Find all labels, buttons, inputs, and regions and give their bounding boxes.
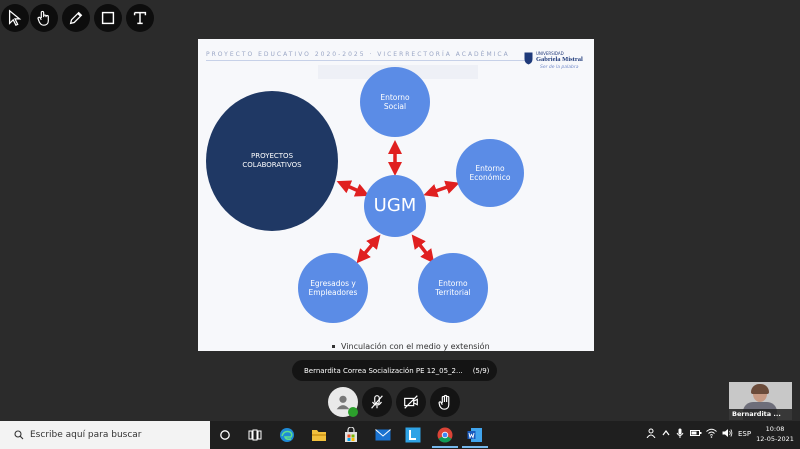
hand-pointer-icon xyxy=(37,10,49,26)
online-status-badge xyxy=(348,407,358,417)
logo-small-text: UNIVERSIDAD xyxy=(536,51,564,56)
university-shield-icon xyxy=(524,52,533,65)
participant-name: Bernardita ... xyxy=(729,409,792,420)
clock-time: 10:08 xyxy=(765,425,785,433)
slide-header: PROYECTO EDUCATIVO 2020-2025 · VICERRECT… xyxy=(206,51,510,58)
store-icon xyxy=(345,427,357,442)
taskbar-clock[interactable]: 10:08 12-05-2021 xyxy=(755,424,795,444)
file-explorer-button[interactable] xyxy=(310,426,328,444)
cortana-button[interactable] xyxy=(216,426,234,444)
logo-main-text: Gabriela Mistral xyxy=(536,56,583,63)
logo-tagline: Ser de la palabra xyxy=(540,65,579,70)
edge-icon xyxy=(280,428,294,442)
input-language[interactable]: ESP xyxy=(738,430,752,438)
presentation-title: Bernardita Correa Socialización PE 12_05… xyxy=(304,366,463,375)
tray-mic-wrap[interactable] xyxy=(676,428,684,440)
word-active-indicator xyxy=(462,446,488,448)
participant-hair xyxy=(751,384,769,394)
presentation-slide: PROYECTO EDUCATIVO 2020-2025 · VICERRECT… xyxy=(198,39,594,351)
camera-off-icon xyxy=(404,395,418,409)
taskbar-search-box[interactable]: Escribe aquí para buscar xyxy=(0,421,210,449)
app-l-button[interactable] xyxy=(404,426,422,444)
pen-icon xyxy=(69,11,83,25)
raise-hand-button[interactable] xyxy=(430,387,460,417)
arrow-egresados xyxy=(356,234,381,264)
arrow-economico xyxy=(423,180,460,198)
word-icon xyxy=(467,428,482,442)
tray-person-icon-wrap[interactable] xyxy=(646,428,656,440)
participant-thumbnail[interactable]: Bernardita ... xyxy=(729,382,792,420)
arrows-layer xyxy=(336,140,460,264)
mic-icon xyxy=(676,428,684,438)
avatar-icon xyxy=(336,395,350,410)
cortana-icon xyxy=(220,430,230,440)
app-l-icon xyxy=(405,427,421,443)
battery-icon xyxy=(690,430,702,436)
chevron-up-icon xyxy=(662,430,670,436)
store-button[interactable] xyxy=(342,426,360,444)
circle-proyectos-colaborativos: PROYECTOS COLABORATIVOS xyxy=(206,91,338,231)
territorial-label: Entorno Territorial xyxy=(435,278,471,297)
tray-wifi-wrap[interactable] xyxy=(706,428,717,440)
mic-muted-icon xyxy=(371,395,383,409)
circle-entorno-territorial: Entorno Territorial xyxy=(418,253,488,323)
search-icon xyxy=(14,430,24,440)
pen-tool-button[interactable] xyxy=(62,4,90,32)
arrow-proyectos xyxy=(336,180,370,197)
search-placeholder: Escribe aquí para buscar xyxy=(30,430,142,440)
rectangle-icon xyxy=(101,11,115,25)
tray-volume-wrap[interactable] xyxy=(722,428,733,440)
center-label: UGM xyxy=(373,194,417,216)
arrow-territorial xyxy=(411,234,435,264)
rectangle-tool-button[interactable] xyxy=(94,4,122,32)
clock-date: 12-05-2021 xyxy=(756,435,794,443)
word-button[interactable] xyxy=(466,426,484,444)
volume-icon xyxy=(722,429,733,437)
social-label: Entorno Social xyxy=(380,92,410,111)
cursor-arrow-icon xyxy=(8,9,22,27)
task-view-icon xyxy=(248,429,262,441)
presenter-title-bar[interactable]: Bernardita Correa Socialización PE 12_05… xyxy=(292,360,497,381)
bullet-dot xyxy=(332,345,335,348)
circle-ugm-center: UGM xyxy=(364,175,426,237)
chrome-active-indicator xyxy=(432,446,458,448)
page-counter: (5/9) xyxy=(472,366,490,375)
circle-entorno-economico: Entorno Económico xyxy=(456,139,524,207)
proyectos-label: PROYECTOS COLABORATIVOS xyxy=(242,152,302,169)
task-view-button[interactable] xyxy=(246,426,264,444)
mute-button[interactable] xyxy=(362,387,392,417)
bullet-text: Vinculación con el medio y extensión xyxy=(341,342,490,351)
tray-battery-wrap[interactable] xyxy=(690,428,702,440)
egresados-label: Egresados y Empleadores xyxy=(308,278,358,297)
tray-chevron-wrap[interactable] xyxy=(662,428,670,440)
file-explorer-icon xyxy=(312,430,326,441)
self-avatar-button[interactable] xyxy=(328,387,358,417)
hand-tool-button[interactable] xyxy=(30,4,58,32)
camera-toggle-button[interactable] xyxy=(396,387,426,417)
wifi-icon xyxy=(706,428,717,438)
slide-bullet: Vinculación con el medio y extensión xyxy=(332,342,490,351)
text-tool-icon xyxy=(133,11,147,25)
cursor-tool-button[interactable] xyxy=(1,4,29,32)
chrome-icon xyxy=(437,427,453,443)
edge-button[interactable] xyxy=(278,426,296,444)
text-tool-button[interactable] xyxy=(126,4,154,32)
header-divider xyxy=(206,60,526,61)
chrome-button[interactable] xyxy=(436,426,454,444)
circle-entorno-social: Entorno Social xyxy=(360,67,430,137)
circle-egresados: Egresados y Empleadores xyxy=(298,253,368,323)
raise-hand-icon xyxy=(438,394,450,410)
mail-button[interactable] xyxy=(374,426,392,444)
people-icon xyxy=(646,428,656,439)
economico-label: Entorno Económico xyxy=(469,163,511,182)
mail-icon xyxy=(375,429,391,441)
